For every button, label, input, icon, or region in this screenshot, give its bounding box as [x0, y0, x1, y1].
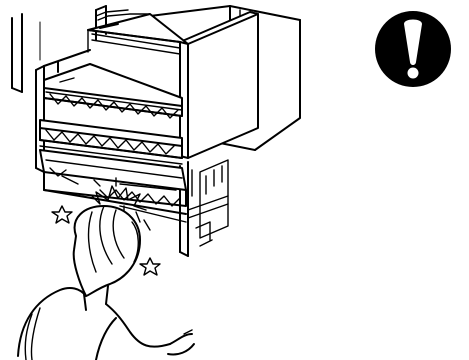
star-icon-right — [140, 258, 160, 275]
warning-badge — [375, 11, 451, 87]
person — [18, 206, 194, 360]
star-icon-left — [52, 206, 72, 223]
top-tray — [44, 64, 182, 118]
